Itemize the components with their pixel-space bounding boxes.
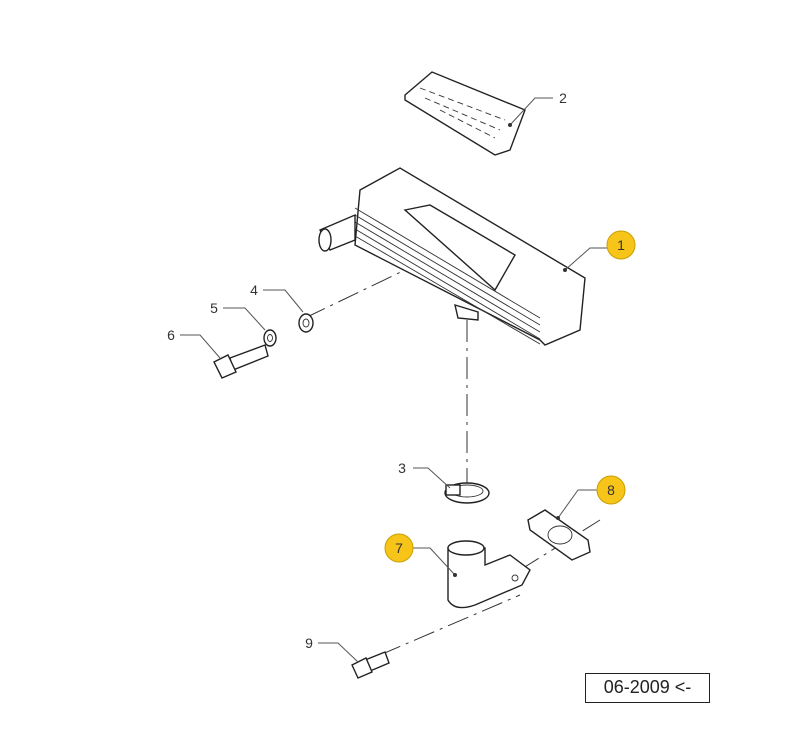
- callout-4: 4: [250, 282, 304, 313]
- svg-text:4: 4: [250, 282, 258, 298]
- callout-2: 2: [508, 90, 567, 127]
- date-code-box: 06-2009 <-: [585, 673, 710, 703]
- callout-1: 1: [563, 230, 636, 272]
- svg-text:5: 5: [210, 300, 218, 316]
- svg-text:1: 1: [617, 237, 625, 253]
- svg-text:8: 8: [607, 482, 615, 498]
- callout-7: 7: [384, 533, 457, 577]
- centerline-bolt-6: [304, 269, 406, 319]
- svg-text:6: 6: [167, 327, 175, 343]
- callout-5: 5: [210, 300, 266, 331]
- callout-6: 6: [167, 327, 221, 359]
- exhaust-elbow-part: [447, 540, 531, 609]
- muffler-part: [318, 167, 586, 346]
- centerline-bolt-9: [379, 594, 521, 656]
- callout-1-badge: [606, 230, 636, 260]
- washer-part-4: [298, 313, 314, 333]
- svg-text:9: 9: [305, 635, 313, 651]
- callout-7-badge: [384, 533, 414, 563]
- decal-part: [404, 71, 526, 156]
- callout-8: 8: [556, 475, 626, 520]
- hose-clamp-part: [444, 482, 490, 504]
- svg-text:7: 7: [395, 540, 403, 556]
- gasket-part: [527, 509, 591, 561]
- svg-text:2: 2: [559, 90, 567, 106]
- lock-washer-part-5: [263, 329, 277, 347]
- callout-8-badge: [596, 475, 626, 505]
- bolt-part-6: [213, 344, 269, 379]
- callout-3: 3: [398, 460, 451, 489]
- callout-9: 9: [305, 635, 359, 663]
- svg-text:3: 3: [398, 460, 406, 476]
- bolt-part-9: [351, 651, 390, 679]
